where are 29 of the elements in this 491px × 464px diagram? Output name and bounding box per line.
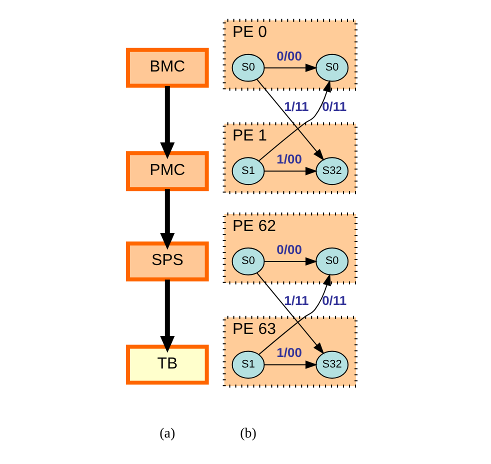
edge-label: 1/11 [284,292,308,308]
label: (a) [159,426,175,442]
node-box: SPS [126,241,208,282]
node-ellipse: S1 [231,157,264,186]
edge-label: 0/11 [322,292,346,308]
node-ellipse: S1 [231,350,264,379]
arrow [263,64,317,72]
node-ellipse: S32 [315,350,348,379]
arrow [263,360,317,369]
arrow [263,257,317,266]
node-ellipse: S0 [231,54,264,82]
edge-label: 0/00 [276,48,302,64]
label: (b) [240,426,256,442]
node-ellipse: S0 [315,247,348,276]
node-ellipse: S0 [315,54,348,82]
node-ellipse: S0 [231,247,264,276]
node-ellipse: S32 [315,157,348,186]
edge-label: 0/11 [322,99,346,114]
edge-label: 0/00 [276,242,302,257]
arrow [263,166,317,176]
node-box: PMC [126,151,208,192]
edge-label: 1/00 [276,345,302,360]
arrow [160,189,174,250]
node-box: TB [126,344,208,385]
edge-label: 1/11 [284,99,308,114]
arrow [160,280,174,353]
arrow [160,86,174,160]
edge-label: 1/00 [276,152,302,167]
node-box: BMC [126,48,208,88]
